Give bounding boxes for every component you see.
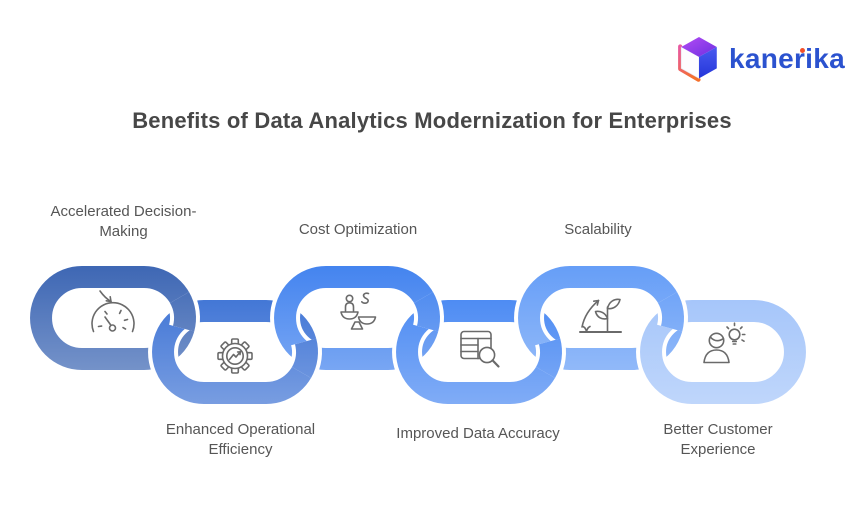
chain-link-4: [514, 262, 688, 374]
kanerika-logo: kanerika: [678, 36, 845, 82]
gear-efficiency-icon: [217, 338, 253, 374]
chain-link-0: [26, 262, 200, 374]
chain-weave-patch-0: [166, 290, 200, 333]
chain-link-5: [636, 296, 810, 408]
brand-text: kanerika: [728, 43, 845, 74]
benefit-label-improved-data-accuracy: Improved Data Accuracy: [396, 425, 560, 442]
chain-weave-patch-2: [410, 290, 444, 333]
benefit-label-enhanced-operational-efficiency: Enhanced Operational Efficiency: [165, 421, 316, 459]
chain-link-2: [270, 262, 444, 374]
chain-weave-patch-1: [288, 337, 322, 380]
table-magnifier-icon: [460, 330, 500, 368]
benefit-label-better-customer-experience: Better Customer Experience: [663, 421, 773, 459]
speedometer-icon: [91, 290, 135, 333]
brand-i-dot: [799, 47, 806, 53]
chain-weave-patch-3: [532, 337, 566, 380]
chain-links-layer: [26, 262, 810, 408]
kanerika-cube-icon: [678, 37, 717, 82]
benefit-label-accelerated-decision-making: Accelerated Decision-Making: [50, 203, 197, 241]
benefit-label-scalability: Scalability: [564, 221, 632, 238]
chain-weave-patch-4: [654, 290, 688, 333]
benefit-label-cost-optimization: Cost Optimization: [298, 221, 418, 238]
page-title: Benefits of Data Analytics Modernization…: [132, 108, 732, 133]
brand-wordmark: kanerika: [729, 45, 845, 73]
customer-idea-icon: [703, 322, 746, 364]
plant-growth-icon: [579, 298, 622, 333]
cost-balance-icon: [340, 292, 377, 330]
